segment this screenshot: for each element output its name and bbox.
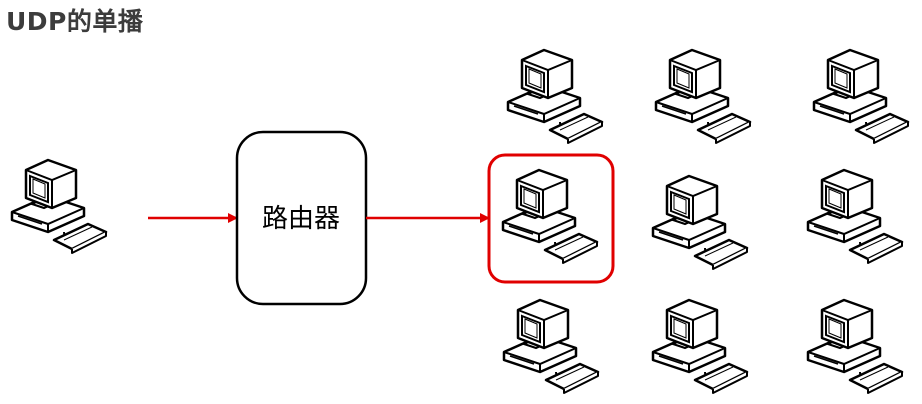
receiver-computer-icon (651, 298, 749, 395)
receiver-computer-icon (812, 48, 910, 145)
router-label: 路由器 (262, 204, 340, 234)
receiver-computer-icon (654, 48, 752, 145)
receiver-computer-icon (502, 298, 600, 395)
receiver-computer-icon (806, 298, 904, 395)
target-highlight (487, 153, 615, 284)
receiver-computer-icon (506, 48, 604, 145)
page-title: UDP的单播 (6, 7, 144, 36)
receiver-computer-icon (651, 174, 749, 271)
sender-computer-icon (10, 158, 108, 255)
receiver-computer-icon (806, 168, 904, 265)
target-computer-icon (501, 168, 599, 265)
